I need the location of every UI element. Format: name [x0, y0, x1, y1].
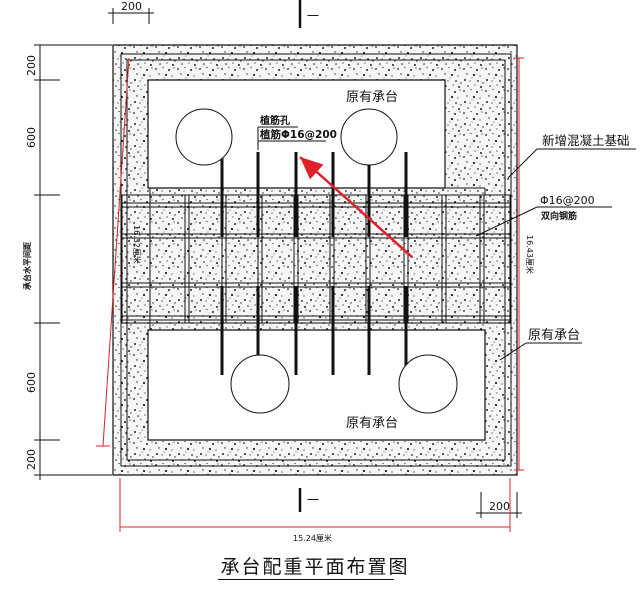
- dim-left-upper-label: 600: [25, 127, 38, 148]
- dim-inner-left-height-label: 16.32厘米: [132, 225, 142, 264]
- pile-bottom-left: [230, 354, 290, 414]
- section-mark-top: 一: [307, 9, 319, 23]
- rebar-grid: [120, 53, 512, 467]
- title-underline: [218, 579, 394, 580]
- dim-top-left: [108, 8, 154, 24]
- planting-rebar-label: 植筋Φ16@200: [259, 128, 337, 141]
- right-leaders: [475, 148, 636, 361]
- red-measurements: [96, 57, 524, 532]
- dim-left-top-label: 200: [25, 55, 38, 76]
- dim-bottom-right: [476, 492, 522, 518]
- pile-top-right: [340, 108, 398, 166]
- planting-hole-label: 植筋孔: [259, 114, 290, 127]
- dim-left-bottom-label: 200: [25, 449, 38, 470]
- dim-top-left-label: 200: [121, 0, 142, 13]
- dim-left-chain: [34, 44, 112, 480]
- dim-left-vertical-label: 承台水平间距: [22, 242, 32, 290]
- rebar-spec-label: Φ16@200: [540, 194, 595, 207]
- planting-arrow: [299, 156, 413, 258]
- pile-bottom-right: [398, 354, 458, 414]
- rebar-desc-label: 双向钢筋: [541, 210, 577, 222]
- section-mark-bottom: 一: [307, 493, 319, 507]
- planting-leaders: [257, 126, 326, 150]
- new-foundation-label: 新增混凝土基础: [542, 133, 630, 148]
- existing-cap-bottom-label: 原有承台: [346, 416, 398, 431]
- dim-bottom-width-label: 15.24厘米: [293, 533, 332, 543]
- planting-bars: [220, 152, 408, 375]
- drawing-title: 承台配重平面布置图: [220, 556, 410, 578]
- pile-top-left: [175, 108, 233, 166]
- dim-right-height-label: 16.43厘米: [525, 235, 535, 274]
- existing-cap-right-label: 原有承台: [528, 328, 580, 343]
- central-concrete-band: [121, 194, 511, 324]
- piles: [175, 108, 458, 414]
- existing-cap-top-label: 原有承台: [346, 90, 398, 105]
- dim-left-lower-label: 600: [25, 372, 38, 393]
- dim-bottom-right-label: 200: [489, 500, 510, 513]
